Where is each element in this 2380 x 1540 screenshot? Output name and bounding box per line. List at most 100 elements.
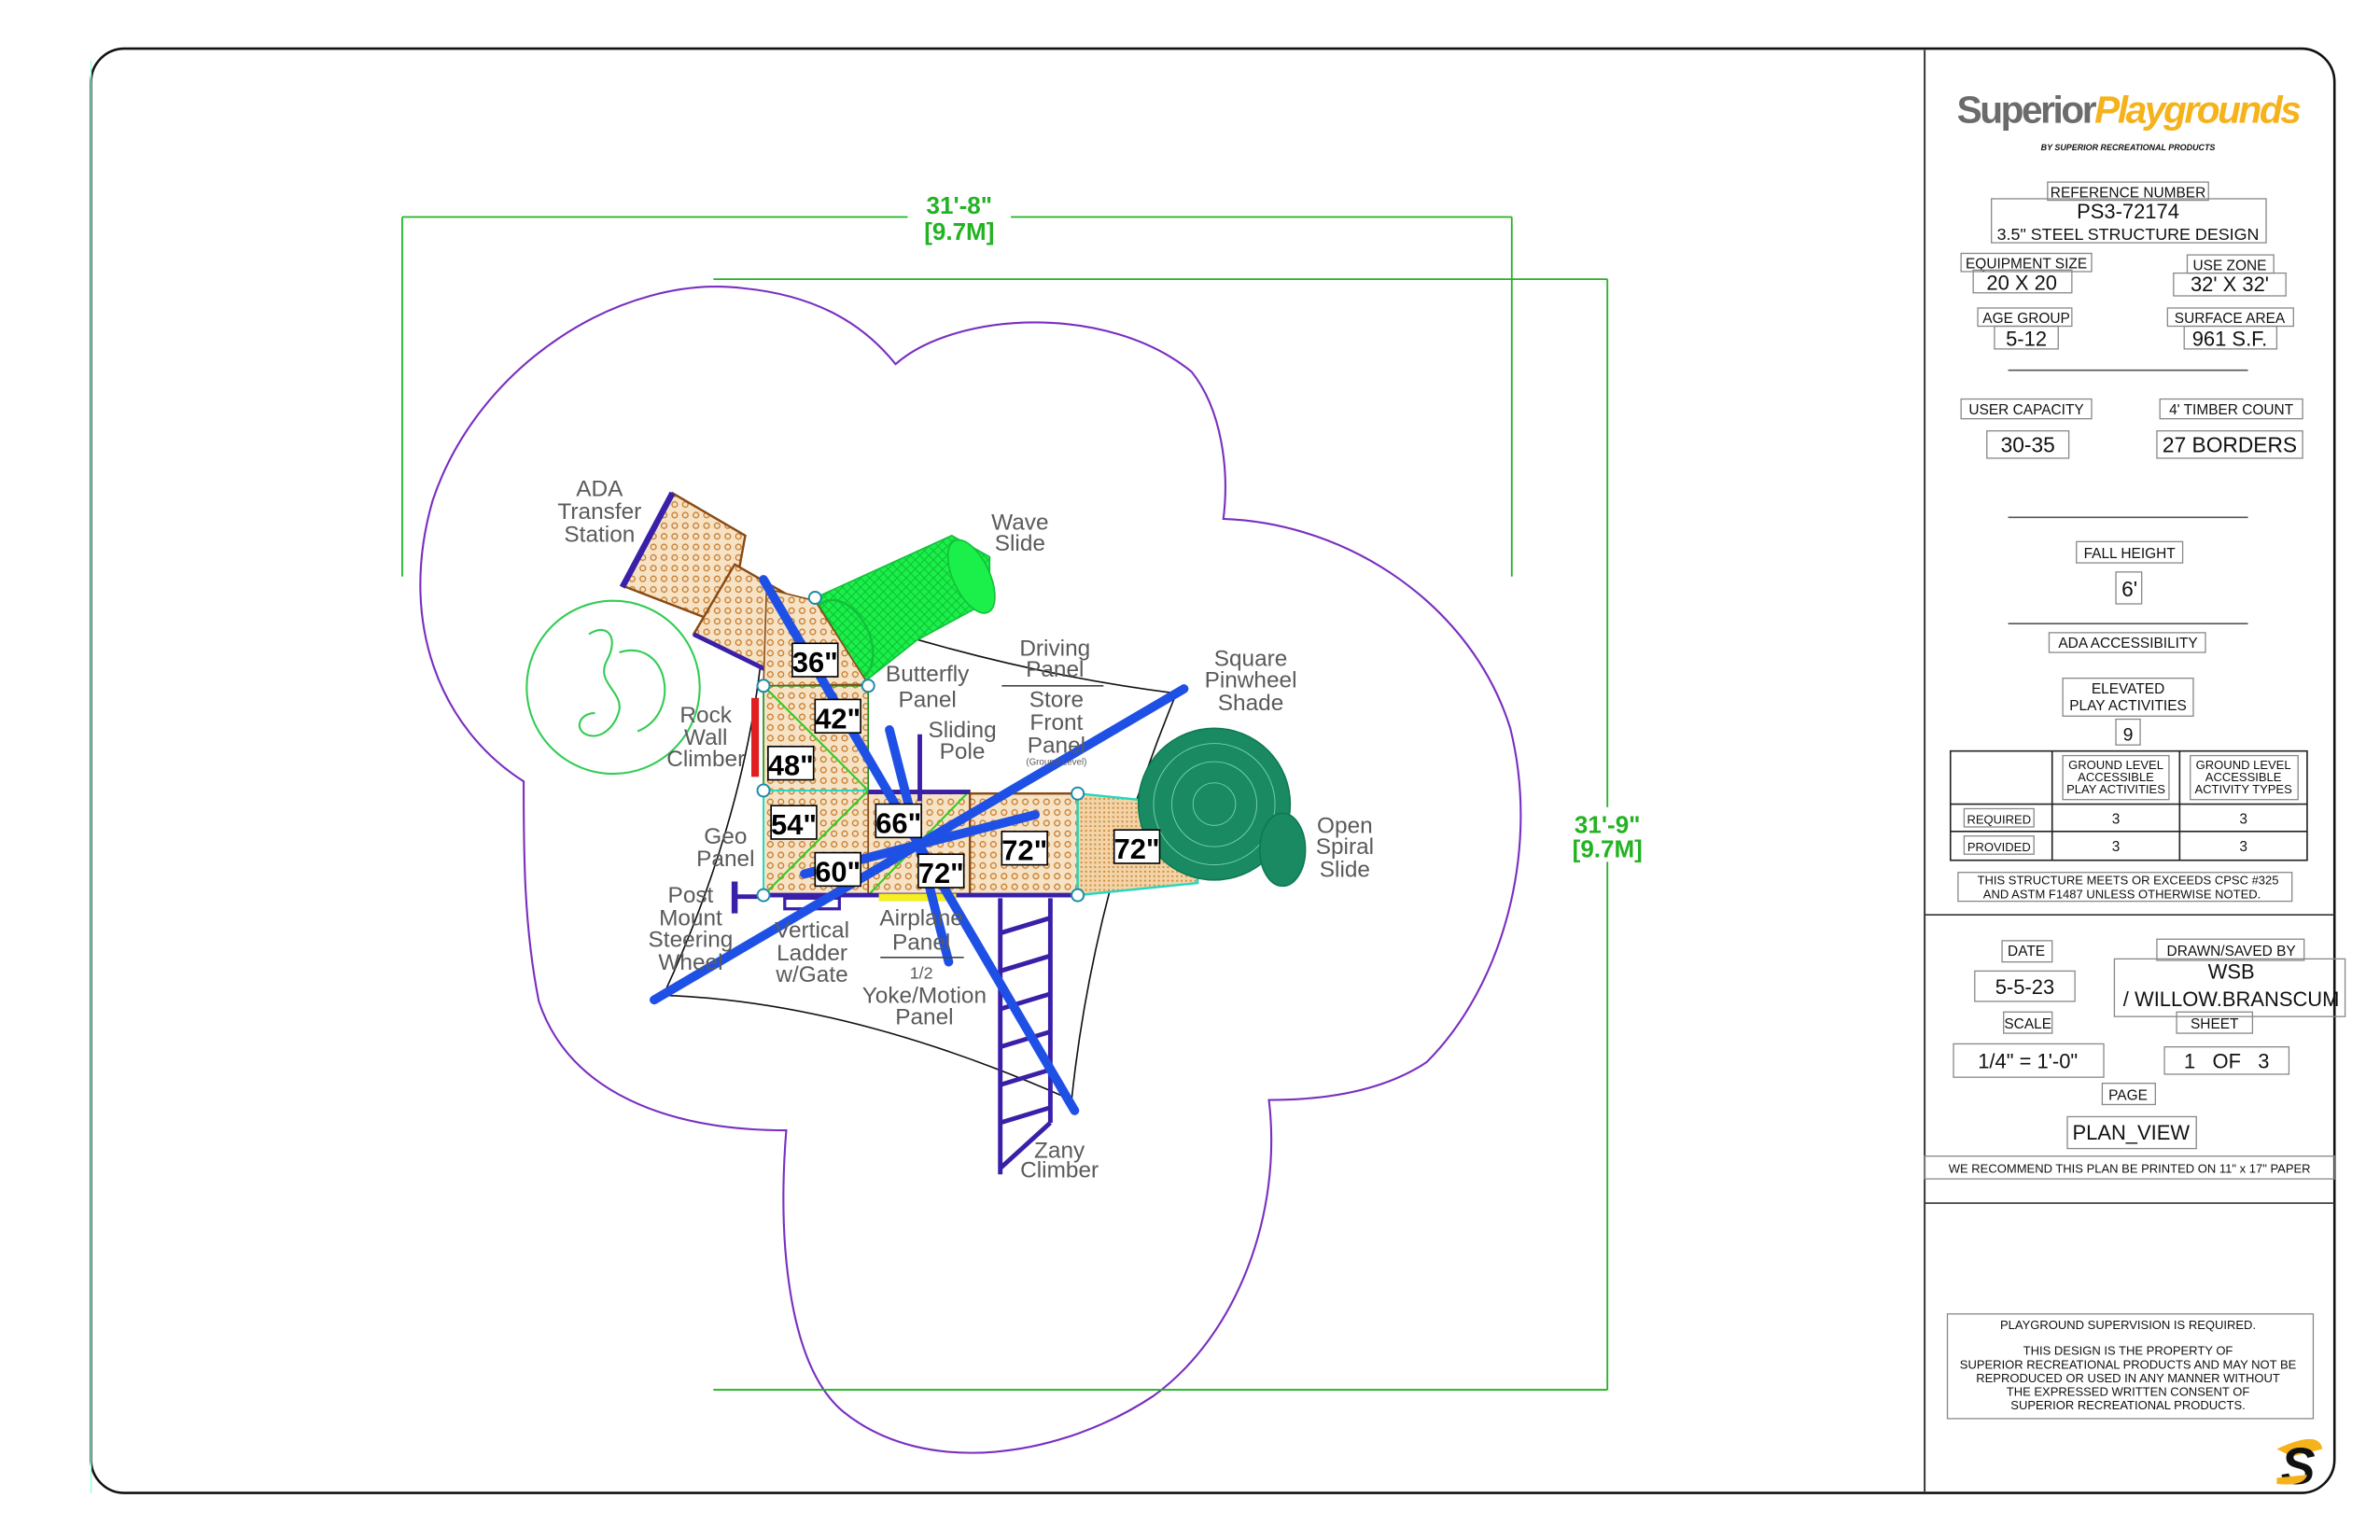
svg-text:42": 42" bbox=[815, 702, 861, 735]
svg-text:Yoke/Motion: Yoke/Motion bbox=[862, 984, 987, 1009]
accessibility-table: GROUND LEVEL ACCESSIBLE PLAY ACTIVITIES … bbox=[1949, 749, 2308, 861]
svg-text:Panel: Panel bbox=[892, 931, 950, 956]
deck-height-tag: 48" bbox=[767, 745, 815, 782]
title-block: SuperiorPlaygrounds BY SUPERIOR RECREATI… bbox=[1924, 89, 2346, 1495]
ada-symbol-icon bbox=[525, 599, 701, 776]
svg-text:AND ASTM F1487 UNLESS OTHERWIS: AND ASTM F1487 UNLESS OTHERWISE NOTED. bbox=[1983, 887, 2261, 901]
svg-text:Climber: Climber bbox=[666, 747, 745, 772]
label-wave-slide: Wave bbox=[991, 510, 1048, 535]
design-type: 3.5" STEEL STRUCTURE DESIGN bbox=[1997, 225, 2260, 244]
svg-text:54": 54" bbox=[771, 808, 817, 841]
label-yoke: 1/2 bbox=[910, 964, 933, 983]
svg-text:3: 3 bbox=[2239, 812, 2247, 828]
reference-label: REFERENCE NUMBER bbox=[2051, 185, 2205, 201]
svg-text:ACTIVITY TYPES: ACTIVITY TYPES bbox=[2194, 782, 2292, 796]
svg-text:3: 3 bbox=[2112, 839, 2121, 855]
logo-tagline: BY SUPERIOR RECREATIONAL PRODUCTS bbox=[2041, 143, 2216, 152]
label-steering: Post bbox=[668, 883, 714, 908]
deck-height-tag: 42" bbox=[814, 698, 861, 735]
user-capacity: 30-35 bbox=[2001, 432, 2055, 456]
svg-text:Panel: Panel bbox=[1026, 657, 1084, 682]
svg-text:PAGE: PAGE bbox=[2108, 1088, 2148, 1104]
surface-area: 961 S.F. bbox=[2192, 328, 2268, 351]
deck-height-tag: 72" bbox=[1001, 831, 1048, 867]
svg-text:PLAY ACTIVITIES: PLAY ACTIVITIES bbox=[2069, 698, 2187, 714]
svg-text:72": 72" bbox=[1001, 834, 1047, 867]
svg-text:USER CAPACITY: USER CAPACITY bbox=[1968, 402, 2083, 418]
svg-text:/ WILLOW.BRANSCUM: / WILLOW.BRANSCUM bbox=[2123, 987, 2340, 1011]
label-airplane: Airplane bbox=[879, 906, 962, 931]
svg-text:S: S bbox=[2281, 1437, 2316, 1495]
svg-text:PLAY ACTIVITIES: PLAY ACTIVITIES bbox=[2066, 782, 2165, 796]
label-ladder: Vertical bbox=[775, 918, 849, 944]
svg-text:Mount: Mount bbox=[659, 906, 722, 931]
svg-text:SUPERIOR RECREATIONAL PRODUCTS: SUPERIOR RECREATIONAL PRODUCTS AND MAY N… bbox=[1960, 1357, 2297, 1371]
svg-text:REQUIRED: REQUIRED bbox=[1967, 813, 2031, 827]
svg-text:Panel: Panel bbox=[898, 688, 956, 713]
corner-logo-icon: S bbox=[2276, 1437, 2323, 1495]
svg-text:w/Gate: w/Gate bbox=[775, 962, 847, 987]
svg-text:SURFACE AREA: SURFACE AREA bbox=[2175, 311, 2286, 327]
svg-text:ACCESSIBLE: ACCESSIBLE bbox=[2078, 770, 2154, 784]
use-zone-outline bbox=[419, 286, 1522, 1454]
deck-height-tag: 36" bbox=[791, 642, 839, 679]
label-spiral-slide: Open bbox=[1317, 813, 1373, 838]
svg-text:Shade: Shade bbox=[1218, 691, 1283, 716]
svg-text:DRAWN/SAVED BY: DRAWN/SAVED BY bbox=[2167, 944, 2296, 959]
svg-text:SUPERIOR RECREATIONAL PRODUCTS: SUPERIOR RECREATIONAL PRODUCTS. bbox=[2010, 1398, 2245, 1412]
svg-text:Slide: Slide bbox=[995, 531, 1045, 556]
label-zany: Zany bbox=[1034, 1138, 1085, 1163]
label-store-front: Store bbox=[1029, 688, 1084, 713]
svg-text:Ladder: Ladder bbox=[777, 941, 847, 966]
svg-text:Panel: Panel bbox=[1028, 733, 1085, 758]
svg-text:SHEET: SHEET bbox=[2191, 1016, 2239, 1032]
zany-climber bbox=[998, 898, 1053, 1175]
deck-height-tag: 60" bbox=[814, 851, 861, 888]
svg-text:Front: Front bbox=[1029, 710, 1083, 735]
svg-text:3: 3 bbox=[2112, 812, 2121, 828]
svg-text:ACCESSIBLE: ACCESSIBLE bbox=[2205, 770, 2282, 784]
width-ft: 31'-8" bbox=[927, 191, 993, 219]
logo: SuperiorPlaygrounds bbox=[1957, 89, 2302, 132]
svg-text:3: 3 bbox=[2239, 839, 2247, 855]
svg-text:36": 36" bbox=[792, 646, 838, 679]
elevated-count: 9 bbox=[2123, 724, 2134, 745]
svg-text:REPRODUCED OR USED IN ANY MANN: REPRODUCED OR USED IN ANY MANNER WITHOUT bbox=[1976, 1371, 2280, 1385]
svg-text:SCALE: SCALE bbox=[2004, 1016, 2051, 1032]
svg-text:Spiral: Spiral bbox=[1316, 834, 1374, 860]
use-zone: 32' X 32' bbox=[2191, 273, 2269, 296]
svg-text:Steering: Steering bbox=[649, 927, 734, 952]
svg-text:60": 60" bbox=[815, 855, 861, 888]
svg-text:GROUND LEVEL: GROUND LEVEL bbox=[2068, 758, 2163, 772]
equipment-size: 20 X 20 bbox=[1986, 271, 2057, 294]
depth-ft: 31'-9" bbox=[1575, 810, 1641, 838]
supervision-note: PLAYGROUND SUPERVISION IS REQUIRED. bbox=[2000, 1318, 2256, 1332]
svg-text:THIS STRUCTURE MEETS OR EXCEED: THIS STRUCTURE MEETS OR EXCEEDS CPSC #32… bbox=[1978, 874, 2279, 888]
fall-height: 6' bbox=[2121, 577, 2137, 601]
svg-text:(Ground Level): (Ground Level) bbox=[1026, 757, 1086, 767]
date: 5-5-23 bbox=[1995, 975, 2054, 999]
svg-text:Wall: Wall bbox=[684, 725, 728, 750]
svg-text:PROVIDED: PROVIDED bbox=[1967, 840, 2031, 854]
label-butterfly: Butterfly bbox=[886, 662, 970, 687]
sheet-number: 1 OF 3 bbox=[2184, 1049, 2269, 1072]
deck-height-tag: 72" bbox=[917, 853, 965, 889]
svg-text:FALL HEIGHT: FALL HEIGHT bbox=[2084, 546, 2177, 562]
drawn-by: WSB bbox=[2208, 960, 2255, 984]
svg-text:ELEVATED: ELEVATED bbox=[2092, 681, 2164, 697]
svg-text:Panel: Panel bbox=[696, 847, 754, 872]
svg-text:DATE: DATE bbox=[2008, 944, 2045, 959]
scale: 1/4" = 1'-0" bbox=[1978, 1049, 2078, 1072]
svg-text:Wheel: Wheel bbox=[658, 950, 722, 975]
svg-text:72": 72" bbox=[918, 857, 964, 889]
label-driving-panel: Driving bbox=[1019, 636, 1090, 661]
label-ada-transfer: ADA bbox=[576, 477, 623, 502]
page-name: PLAN_VIEW bbox=[2072, 1121, 2190, 1144]
svg-text:Panel: Panel bbox=[895, 1004, 953, 1029]
depth-m: [9.7M] bbox=[1573, 834, 1643, 862]
timber-count: 27 BORDERS bbox=[2163, 432, 2297, 456]
svg-text:Pole: Pole bbox=[940, 739, 986, 764]
width-m: [9.7M] bbox=[924, 217, 994, 245]
svg-text:WE RECOMMEND THIS PLAN BE PRIN: WE RECOMMEND THIS PLAN BE PRINTED ON 11"… bbox=[1949, 1162, 2311, 1176]
